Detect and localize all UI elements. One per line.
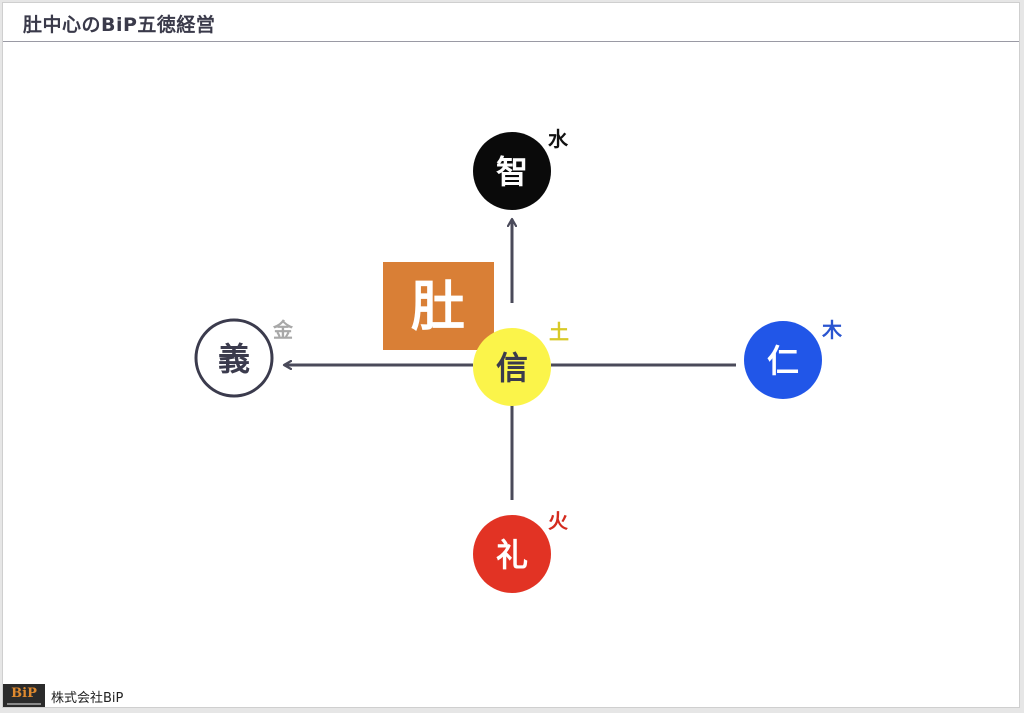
center-box: [383, 262, 494, 350]
node-bottom-circle: [473, 515, 551, 593]
company-logo: BiP: [3, 684, 45, 707]
logo-mark: BiP: [11, 686, 37, 701]
logo-underline: [7, 703, 41, 705]
company-name: 株式会社BiP: [51, 690, 124, 706]
node-top-label: 智: [496, 153, 528, 191]
node-left-circle: [194, 318, 274, 398]
node-bottom-label: 礼: [496, 536, 528, 574]
center-box-label: 肚: [411, 275, 465, 338]
node-right-element: 木: [821, 318, 843, 342]
node-top-element: 水: [548, 127, 569, 151]
node-center-label: 信: [496, 349, 528, 387]
title-divider: [3, 41, 1019, 42]
node-right-label: 仁: [767, 342, 799, 380]
node-left-label: 義: [218, 340, 250, 378]
node-bottom-element: 火: [548, 509, 569, 533]
node-center-element: 土: [549, 320, 569, 344]
page-title: 肚中心のBiP五徳経営: [23, 14, 216, 36]
node-center-circle: [473, 328, 551, 406]
node-left-element: 金: [272, 318, 294, 342]
footer: BiP 株式会社BiP: [3, 683, 124, 707]
node-top-circle: [473, 132, 551, 210]
five-virtues-diagram: 肚 智 水 信 土 義 金 仁 木 礼 火: [194, 127, 843, 593]
node-right-circle: [744, 321, 822, 399]
